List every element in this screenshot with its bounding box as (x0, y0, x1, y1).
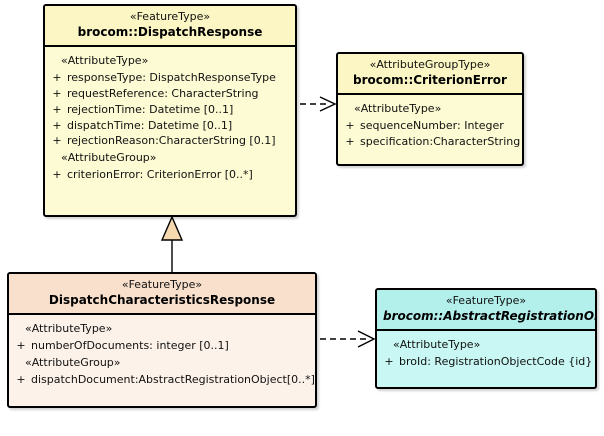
class-name: DispatchCharacteristicsResponse (48, 292, 276, 307)
class-header-dispatch-response: «FeatureType» brocom::DispatchResponse (45, 6, 295, 47)
class-name: brocom::AbstractRegistrationObject (383, 308, 595, 323)
class-body-abstract-registration-object: «AttributeType» + broId: RegistrationObj… (377, 330, 595, 375)
attribute-row: + responseType: DispatchResponseType (47, 70, 293, 86)
generalization-dispatch-characteristics-to-dispatch-response (160, 215, 184, 272)
attribute-visibility: + (52, 70, 62, 84)
attribute-visibility: + (384, 354, 394, 368)
compartment-group-label: «AttributeType» (393, 337, 481, 351)
attribute-visibility: + (345, 134, 355, 148)
attribute-row: + rejectionTime: Datetime [0..1] (47, 102, 293, 118)
generalization-triangle (160, 215, 184, 241)
class-body-criterion-error: «AttributeType» + sequenceNumber: Intege… (338, 94, 522, 155)
attribute-row: + sequenceNumber: Integer (340, 118, 520, 134)
attribute-signature: broId: RegistrationObjectCode {id} (399, 354, 593, 368)
attribute-row: + numberOfDocuments: integer [0..1] (11, 338, 313, 354)
class-box-dispatch-characteristics-response[interactable]: «FeatureType» DispatchCharacteristicsRes… (7, 272, 317, 408)
attribute-row: + specification:CharacterString (340, 134, 520, 150)
attribute-visibility: + (52, 134, 62, 148)
compartment-group-label: «AttributeGroup» (61, 151, 157, 165)
class-body-dispatch-response: «AttributeType» + responseType: Dispatch… (45, 46, 295, 189)
attribute-visibility: + (16, 338, 26, 352)
class-stereotype: «FeatureType» (121, 278, 203, 291)
class-body-dispatch-characteristics-response: «AttributeType» + numberOfDocuments: int… (9, 314, 315, 393)
class-header-dispatch-characteristics-response: «FeatureType» DispatchCharacteristicsRes… (9, 274, 315, 315)
class-header-criterion-error: «AttributeGroupType» brocom::CriterionEr… (338, 54, 522, 95)
compartment-group-label: «AttributeGroup» (25, 355, 121, 369)
attribute-visibility: + (52, 168, 62, 182)
attribute-visibility: + (345, 118, 355, 132)
attribute-signature: rejectionTime: Datetime [0..1] (67, 102, 234, 116)
attribute-visibility: + (16, 372, 26, 386)
attribute-visibility: + (52, 102, 62, 116)
attribute-row: + dispatchDocument:AbstractRegistrationO… (11, 372, 315, 388)
attribute-signature: criterionError: CriterionError [0..*] (67, 168, 253, 182)
class-name: brocom::CriterionError (353, 72, 507, 87)
compartment-group-label: «AttributeType» (354, 101, 442, 115)
attribute-signature: rejectionReason:CharacterString [0.1] (67, 134, 276, 148)
attribute-signature: dispatchDocument:AbstractRegistrationObj… (31, 372, 315, 386)
attribute-signature: dispatchTime: Datetime [0..1] (67, 118, 233, 132)
attribute-signature: responseType: DispatchResponseType (67, 70, 276, 84)
class-header-abstract-registration-object: «FeatureType» brocom::AbstractRegistrati… (377, 290, 595, 331)
class-box-dispatch-response[interactable]: «FeatureType» brocom::DispatchResponse «… (43, 4, 297, 217)
class-stereotype: «FeatureType» (129, 10, 211, 23)
class-stereotype: «AttributeGroupType» (369, 58, 491, 71)
compartment-group-label: «AttributeType» (61, 53, 149, 67)
dependency-dispatch-response-to-criterion-error (300, 96, 337, 112)
dependency-arrowhead-2 (357, 330, 376, 348)
attribute-row: + rejectionReason:CharacterString [0.1] (47, 133, 293, 149)
attribute-signature: sequenceNumber: Integer (360, 118, 504, 132)
class-stereotype: «FeatureType» (445, 294, 527, 307)
attribute-visibility: + (52, 86, 62, 100)
attribute-row: + broId: RegistrationObjectCode {id} (379, 354, 593, 370)
attribute-signature: numberOfDocuments: integer [0..1] (31, 338, 229, 352)
compartment-group-label: «AttributeType» (25, 321, 113, 335)
attribute-signature: specification:CharacterString (360, 134, 521, 148)
dependency-arrowhead-1 (319, 96, 337, 112)
attribute-visibility: + (52, 118, 62, 132)
attribute-row: + criterionError: CriterionError [0..*] (47, 167, 293, 183)
class-box-criterion-error[interactable]: «AttributeGroupType» brocom::CriterionEr… (336, 52, 524, 166)
dependency-dispatch-characteristics-to-abstract-registration-object (320, 330, 376, 348)
class-box-abstract-registration-object[interactable]: «FeatureType» brocom::AbstractRegistrati… (375, 288, 597, 389)
attribute-row: + requestReference: CharacterString (47, 86, 293, 102)
class-name: brocom::DispatchResponse (77, 24, 263, 39)
attribute-signature: requestReference: CharacterString (67, 86, 259, 100)
attribute-row: + dispatchTime: Datetime [0..1] (47, 118, 293, 134)
